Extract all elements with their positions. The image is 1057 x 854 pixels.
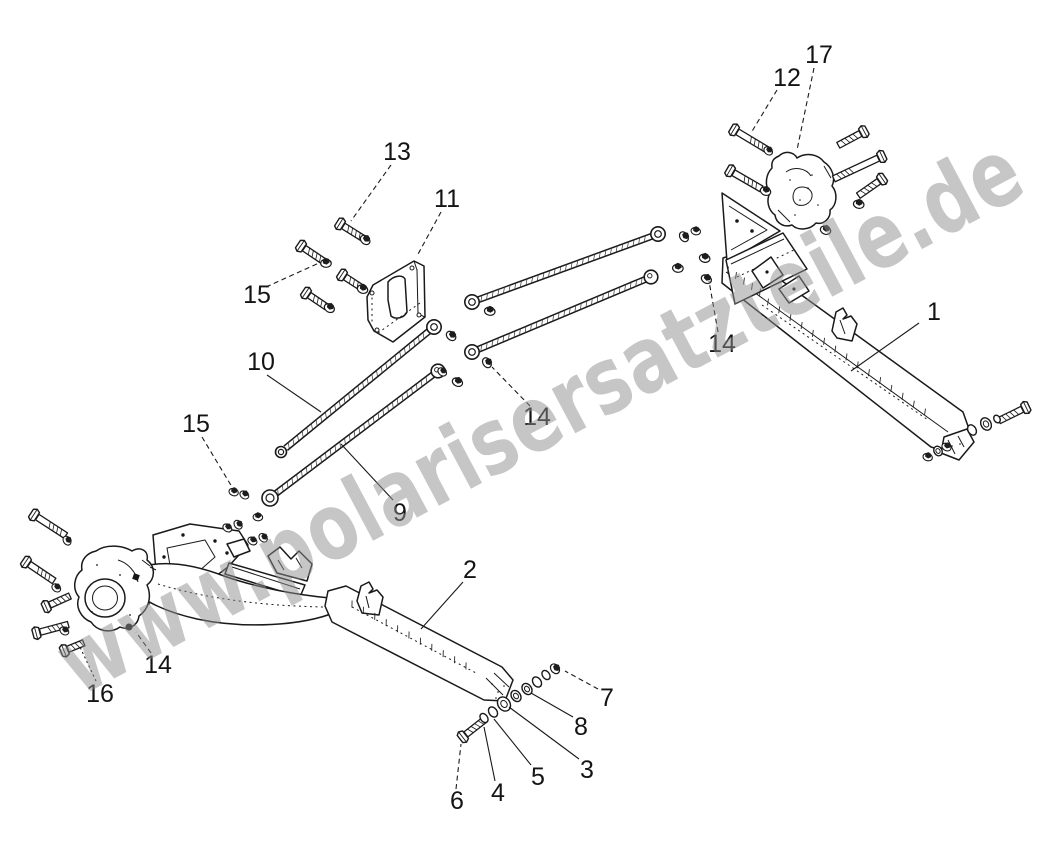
nut <box>437 367 448 377</box>
nut <box>320 257 332 268</box>
callout-5: 5 <box>531 763 545 791</box>
washer <box>966 424 978 436</box>
tie-rod <box>261 363 446 507</box>
nut <box>233 519 243 530</box>
nut <box>700 273 712 285</box>
nut <box>941 442 952 452</box>
nut <box>222 523 233 533</box>
callout-labels: 1 2 3 4 5 6 7 8 9 10 11 12 13 14 14 14 1… <box>86 41 941 815</box>
nut <box>678 231 690 243</box>
leader-lines <box>79 67 920 790</box>
nut <box>59 626 70 636</box>
callout-12: 12 <box>773 64 801 92</box>
washer <box>993 414 1001 424</box>
bolt <box>724 164 764 193</box>
bolt <box>836 125 870 149</box>
nut <box>258 532 268 543</box>
nut <box>690 226 702 236</box>
nuts <box>51 146 952 675</box>
callout-4: 4 <box>491 779 505 807</box>
bolt <box>40 592 72 614</box>
nut <box>451 376 464 388</box>
nut <box>483 305 496 316</box>
nut <box>481 357 493 369</box>
nut <box>763 146 774 156</box>
bolt <box>58 639 86 658</box>
washer <box>521 682 533 696</box>
beam-clamp-bracket <box>356 581 384 616</box>
bolt <box>831 149 888 183</box>
bolt <box>299 286 330 311</box>
bolt <box>456 716 488 744</box>
nut <box>922 452 933 462</box>
nut <box>359 234 371 246</box>
nut <box>62 535 72 546</box>
bolt <box>855 172 889 199</box>
nut <box>228 487 239 497</box>
knuckle-stud <box>125 623 133 631</box>
nut <box>252 512 264 522</box>
washer <box>979 417 993 431</box>
arm-ear-bracket <box>267 546 313 582</box>
nut <box>51 583 62 593</box>
callout-14b: 14 <box>523 403 551 431</box>
caliper-bracket <box>765 151 837 230</box>
callout-17: 17 <box>805 41 833 69</box>
nut <box>819 224 832 236</box>
nut <box>323 302 335 314</box>
hub-bore <box>84 578 126 618</box>
washer <box>933 445 943 457</box>
callout-15: 15 <box>243 281 271 309</box>
nut <box>549 663 561 675</box>
callout-9: 9 <box>393 499 407 527</box>
nut <box>356 283 369 295</box>
callout-6: 6 <box>450 787 464 815</box>
bolt <box>294 239 326 265</box>
arm-beam <box>324 585 514 702</box>
bolt <box>19 555 57 585</box>
nut <box>698 252 711 263</box>
callout-14: 14 <box>708 330 736 358</box>
bolt <box>31 620 70 641</box>
washer <box>496 696 512 712</box>
nut <box>239 490 250 500</box>
washers <box>479 414 1001 724</box>
nut <box>671 262 684 273</box>
callout-3: 3 <box>580 756 594 784</box>
callout-2: 2 <box>463 556 477 584</box>
callout-7: 7 <box>600 684 614 712</box>
callout-11: 11 <box>434 185 460 213</box>
tie-rod <box>463 269 659 360</box>
washer <box>487 706 499 718</box>
tie-rod <box>463 226 666 310</box>
callout-14c: 14 <box>144 651 172 679</box>
bolt <box>996 400 1032 425</box>
bracket-plate-11 <box>366 260 426 343</box>
washer <box>531 676 543 688</box>
washer <box>510 689 522 703</box>
trailing-arm-right <box>721 192 975 461</box>
callout-10: 10 <box>247 348 275 376</box>
washer <box>541 669 551 681</box>
callout-8: 8 <box>574 713 588 741</box>
nut <box>852 198 865 209</box>
surface-hatching <box>351 266 926 670</box>
bolt <box>27 508 69 539</box>
callout-13: 13 <box>383 138 411 166</box>
callout-1: 1 <box>927 298 941 326</box>
tie-rod <box>274 318 442 459</box>
tie-rods <box>261 226 666 507</box>
steering-knuckle <box>74 545 157 632</box>
nut <box>445 330 457 342</box>
trailing-arm-left <box>133 523 514 702</box>
beam-clamp-bracket <box>831 307 858 342</box>
nut <box>247 536 258 546</box>
bolts <box>19 123 1032 744</box>
nut <box>759 185 772 197</box>
callout-16: 16 <box>86 680 114 708</box>
washer <box>479 712 489 724</box>
callout-15b: 15 <box>182 410 210 438</box>
